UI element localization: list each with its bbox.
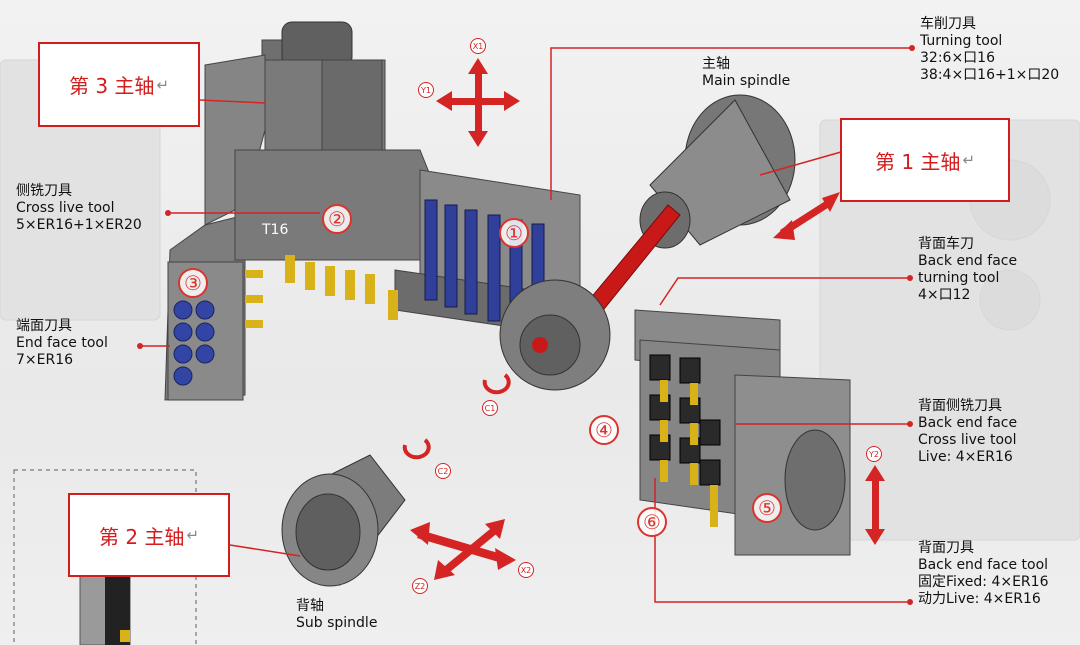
circled-number-3: ③: [178, 268, 208, 298]
back-turning-cn: 背面车刀: [918, 236, 974, 252]
main-spindle-label: 主轴 Main spindle: [702, 56, 790, 90]
sub-spindle-body: [281, 454, 406, 587]
cross-live-label: 侧铣刀具 Cross live tool 5×ER16+1×ER20: [16, 183, 142, 234]
end-face-en: End face tool: [16, 335, 108, 351]
sub-spindle-en: Sub spindle: [296, 615, 378, 631]
return-mark: ↵: [186, 526, 200, 544]
cross-live-en: Cross live tool: [16, 200, 115, 216]
axis-arrows: [410, 58, 885, 580]
back-tool-bits: [660, 380, 718, 527]
back-tool-cn: 背面刀具: [918, 540, 974, 556]
circled-number-1: ①: [499, 218, 529, 248]
back-cross-en-2: Cross live tool: [918, 432, 1017, 448]
back-cross-cn: 背面侧铣刀具: [918, 398, 1002, 414]
axis-x1-badge: X1: [470, 38, 486, 54]
axis-x2-badge: X2: [518, 562, 534, 578]
return-mark: ↵: [962, 151, 976, 169]
axis-c1-badge: C1: [482, 400, 498, 416]
cross-live-cn: 侧铣刀具: [16, 183, 72, 199]
spindle-2-callout: 第 2 主轴↵: [68, 493, 230, 577]
axis-c2-badge: C2: [435, 463, 451, 479]
circled-number-4: ④: [589, 415, 619, 445]
small-part-bottom-left: [79, 569, 131, 645]
back-turning-spec: 4×口12: [918, 287, 971, 303]
back-turning-label: 背面车刀 Back end face turning tool 4×口12: [918, 236, 1017, 304]
main-spindle-cn: 主轴: [702, 56, 730, 72]
cross-live-spec: 5×ER16+1×ER20: [16, 217, 142, 233]
back-tool-live: 动力Live: 4×ER16: [918, 591, 1041, 607]
main-spindle-en: Main spindle: [702, 73, 791, 89]
turning-tool-spec-1: 32:6×口16: [920, 50, 995, 66]
back-cross-spec: Live: 4×ER16: [918, 449, 1013, 465]
back-turning-en-1: Back end face: [918, 253, 1018, 269]
back-tool-fixed: 固定Fixed: 4×ER16: [918, 574, 1049, 590]
end-face-spec: 7×ER16: [16, 352, 74, 368]
end-face-cn: 端面刀具: [16, 318, 72, 334]
circled-number-2: ②: [322, 204, 352, 234]
spindle-3-text: 第 3 主轴: [68, 74, 155, 98]
leader-dots: [137, 45, 915, 605]
spindle-3-callout: 第 3 主轴↵: [38, 42, 200, 127]
axis-y2-badge: Y2: [866, 446, 882, 462]
sub-spindle-label: 背轴 Sub spindle: [296, 598, 377, 632]
axis-z2-badge: Z2: [412, 578, 428, 594]
back-cross-label: 背面侧铣刀具 Back end face Cross live tool Liv…: [918, 398, 1017, 466]
turret-3-motor: [261, 21, 386, 171]
turning-tool-spec-2: 38:4×口16+1×口20: [920, 67, 1060, 83]
axis-y1-badge: Y1: [418, 82, 434, 98]
sub-spindle-cn: 背轴: [296, 598, 324, 614]
back-tool-en: Back end face tool: [918, 557, 1049, 573]
spindle-2-text: 第 2 主轴: [98, 524, 185, 549]
turning-tool-cn: 车削刀具: [920, 16, 976, 32]
rotation-arrows: [402, 373, 511, 460]
main-spindle-body: [639, 94, 796, 249]
t16-label: T16: [262, 222, 289, 238]
back-cross-en-1: Back end face: [918, 415, 1018, 431]
return-mark: ↵: [156, 75, 170, 94]
chuck: [499, 279, 611, 391]
back-turning-en-2: turning tool: [918, 270, 1000, 286]
turning-tool-label: 车削刀具 Turning tool 32:6×口16 38:4×口16+1×口2…: [920, 16, 1059, 84]
circled-number-6: ⑥: [637, 507, 667, 537]
leader-lines: [140, 47, 912, 603]
end-face-holders: [173, 300, 215, 386]
cross-live-bits: [245, 255, 398, 328]
spindle-1-callout: 第 1 主轴↵: [840, 118, 1010, 202]
end-face-label: 端面刀具 End face tool 7×ER16: [16, 318, 108, 369]
turning-tool-en: Turning tool: [920, 33, 1003, 49]
back-tool-label: 背面刀具 Back end face tool 固定Fixed: 4×ER16 …: [918, 540, 1048, 608]
circled-number-5: ⑤: [752, 493, 782, 523]
spindle-1-text: 第 1 主轴: [874, 149, 961, 174]
